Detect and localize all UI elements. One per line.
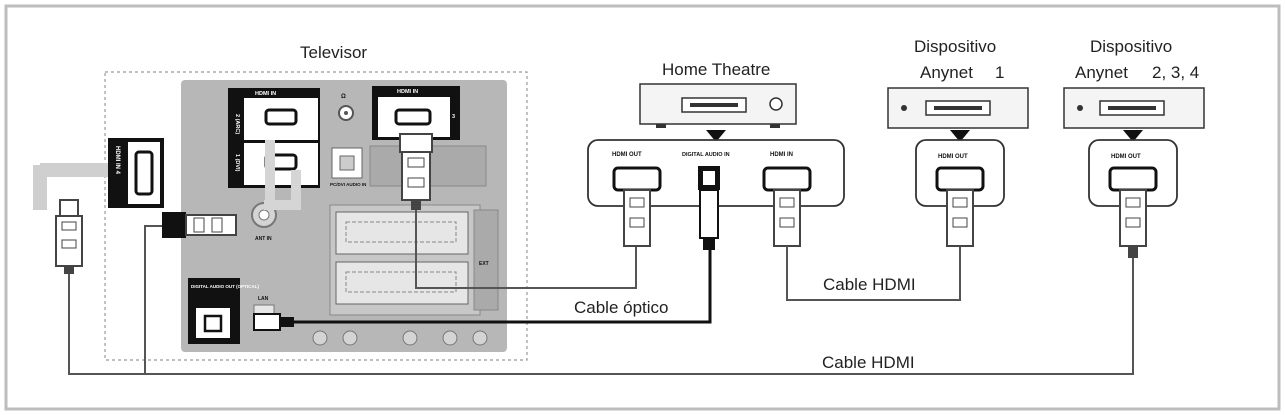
svg-text:ANT IN: ANT IN <box>255 236 272 242</box>
cable-hdmi-mid-label: Cable HDMI <box>823 275 916 294</box>
svg-text:2, 3, 4: 2, 3, 4 <box>1152 63 1199 82</box>
hdmi-plug-left <box>55 199 83 274</box>
cable-hdmi-bottom-label: Cable HDMI <box>822 353 915 372</box>
svg-text:DIGITAL AUDIO OUT (OPTICAL): DIGITAL AUDIO OUT (OPTICAL) <box>191 284 259 289</box>
svg-text:HDMI IN: HDMI IN <box>397 89 418 95</box>
svg-text:Ω: Ω <box>341 94 346 100</box>
tv-hdmi-port-3 <box>394 108 432 126</box>
tv-hdmi-in-label: HDMI IN <box>255 91 276 97</box>
svg-text:LAN: LAN <box>258 296 269 302</box>
optical-cable <box>294 250 712 324</box>
svg-text:1: 1 <box>995 63 1004 82</box>
tv-hdmi-port-2 <box>264 108 298 126</box>
hdmi-plug-tv-3 <box>399 133 433 210</box>
device1-name: Anynet <box>920 63 973 82</box>
optical-port-icon <box>203 314 223 333</box>
svg-text:DIGITAL AUDIO IN: DIGITAL AUDIO IN <box>682 152 730 158</box>
device1-port-panel: HDMI OUT <box>915 139 1005 247</box>
svg-text:EXT: EXT <box>479 261 489 267</box>
home-theatre-device <box>639 83 797 128</box>
cable-optico-label: Cable óptico <box>574 298 669 317</box>
tv-port-1-label: 1 (DVI) <box>234 154 240 172</box>
hdmi-cable-tv-to-ht <box>415 210 637 289</box>
anynet-device-2 <box>1063 87 1205 129</box>
svg-text:PC/DVI AUDIO IN: PC/DVI AUDIO IN <box>330 182 366 187</box>
tv-label: Televisor <box>300 43 367 62</box>
svg-text:HDMI IN 4: HDMI IN 4 <box>114 146 120 175</box>
svg-text:HDMI OUT: HDMI OUT <box>612 152 642 158</box>
device2-name: Anynet <box>1075 63 1128 82</box>
anynet-device-1 <box>887 87 1029 129</box>
home-theatre-label: Home Theatre <box>662 60 770 79</box>
hdmi-cable-ht-to-device1 <box>786 246 961 301</box>
tv-outline <box>104 71 528 361</box>
tv-scart-block: EXT <box>329 204 499 316</box>
svg-text:HDMI OUT: HDMI OUT <box>938 154 968 160</box>
svg-text:Dispositivo: Dispositivo <box>1090 37 1172 56</box>
hdmi-plug-side <box>162 212 237 238</box>
hdmi-cable-bottom <box>68 258 1134 375</box>
tv-hdmi-in-3-block: HDMI IN 3 <box>372 86 460 140</box>
tv-digital-audio-out-block: DIGITAL AUDIO OUT (OPTICAL) <box>188 278 259 344</box>
svg-text:Dispositivo: Dispositivo <box>914 37 996 56</box>
device2-port-panel: HDMI OUT <box>1088 139 1178 258</box>
tv-port-2-label: 2 (ARC) <box>234 114 240 134</box>
svg-text:HDMI OUT: HDMI OUT <box>1111 154 1141 160</box>
optical-plug-tv <box>253 313 294 331</box>
svg-text:3: 3 <box>452 114 455 120</box>
svg-text:HDMI IN: HDMI IN <box>770 152 793 158</box>
tv-side-hdmi-in-4: HDMI IN 4 <box>108 138 164 208</box>
